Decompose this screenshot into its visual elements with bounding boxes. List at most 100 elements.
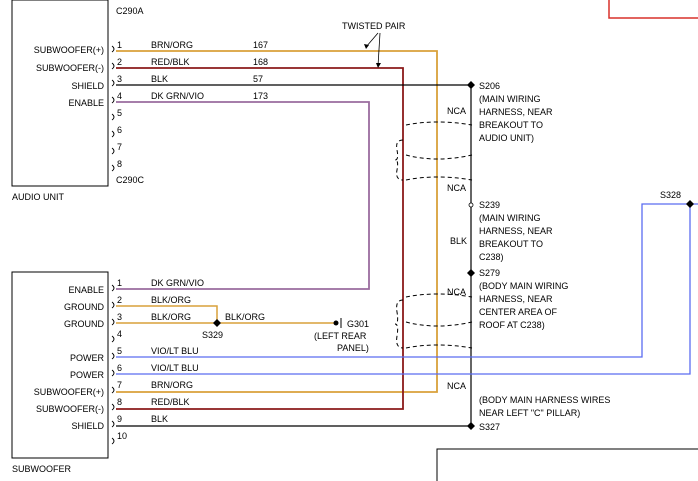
twisted-pair-arrows: [364, 44, 381, 68]
g301-desc: (LEFT REAR: [314, 331, 367, 341]
pin-number: 7: [117, 142, 122, 152]
pin-number: 10: [117, 431, 127, 441]
svg-text:(MAIN WIRING: (MAIN WIRING: [479, 94, 541, 104]
pin-number: 4: [117, 91, 122, 101]
nca-label: NCA: [447, 183, 466, 193]
svg-text:(BODY MAIN HARNESS WIRES: (BODY MAIN HARNESS WIRES: [479, 395, 610, 405]
wire-vio-lt-blu-6: [116, 204, 691, 375]
s329-label: S329: [202, 330, 223, 340]
pin-number: 6: [117, 363, 122, 373]
blk-label: BLK: [450, 236, 467, 246]
svg-text:CENTER AREA OF: CENTER AREA OF: [479, 307, 558, 317]
twisted-pair-leader: [365, 32, 379, 48]
subwoofer-box: [11, 271, 109, 459]
wire-color-label: BLK: [151, 414, 168, 424]
twisted-pair-label: TWISTED PAIR: [342, 21, 406, 31]
subwoofer-pins: ENABLE GROUND GROUND POWER POWER SUBWOOF…: [34, 278, 204, 445]
wire-color-label: BRN/ORG: [151, 40, 193, 50]
bottom-right-box: [436, 448, 698, 481]
svg-text:HARNESS, NEAR: HARNESS, NEAR: [479, 226, 553, 236]
nca-label: NCA: [447, 287, 466, 297]
pin-number: 1: [117, 40, 122, 50]
audio-unit-pins: SUBWOOFER(+) SUBWOOFER(-) SHIELD ENABLE …: [34, 40, 268, 172]
splice-s329: [213, 319, 221, 327]
pin-ticks: [111, 45, 115, 172]
svg-text:BREAKOUT TO: BREAKOUT TO: [479, 239, 543, 249]
pin-name: ENABLE: [68, 98, 104, 108]
nca-label: NCA: [447, 106, 466, 116]
pin-number: 2: [117, 57, 122, 67]
twisted-pair-leader: [377, 32, 381, 67]
nca-dashed-group-1: [394, 121, 473, 181]
pin-number: 5: [117, 346, 122, 356]
splice-s239: [468, 202, 474, 208]
s328-label: S328: [660, 190, 681, 200]
pin-name: GROUND: [64, 302, 104, 312]
svg-text:(MAIN WIRING: (MAIN WIRING: [479, 213, 541, 223]
svg-text:HARNESS, NEAR: HARNESS, NEAR: [479, 107, 553, 117]
s239-description: (MAIN WIRING HARNESS, NEAR BREAKOUT TO C…: [479, 213, 553, 262]
wire-brn-org: [116, 50, 438, 393]
splice-s327: [467, 422, 475, 430]
g301-label: G301: [347, 319, 369, 329]
pin-name: POWER: [70, 370, 105, 380]
pin-name: SHIELD: [71, 81, 104, 91]
s329-wire-label: BLK/ORG: [225, 312, 265, 322]
top-right-red-wire: [608, 0, 698, 19]
pin-name: SUBWOOFER(+): [34, 45, 104, 55]
s279-description: (BODY MAIN WIRING HARNESS, NEAR CENTER A…: [479, 281, 568, 330]
s206-description: (MAIN WIRING HARNESS, NEAR BREAKOUT TO A…: [479, 94, 553, 143]
svg-text:C238): C238): [479, 252, 504, 262]
wire-color-label: VIO/LT BLU: [151, 346, 199, 356]
pin-name: GROUND: [64, 319, 104, 329]
circuit-number: 167: [253, 40, 268, 50]
pin-name: SHIELD: [71, 421, 104, 431]
wire-color-label: RED/BLK: [151, 57, 190, 67]
s279-label: S279: [479, 268, 500, 278]
pin-name: SUBWOOFER(+): [34, 387, 104, 397]
s327-label: S327: [479, 422, 500, 432]
circuit-number: 57: [253, 74, 263, 84]
wire-color-label: DK GRN/VIO: [151, 278, 204, 288]
pin-number: 8: [117, 159, 122, 169]
g301-desc: PANEL): [337, 343, 369, 353]
splice-s328: [686, 200, 694, 208]
wire-color-label: VIO/LT BLU: [151, 363, 199, 373]
connector-c290c: C290C: [116, 175, 145, 185]
pin-number: 4: [117, 329, 122, 339]
wire-color-label: BRN/ORG: [151, 380, 193, 390]
svg-text:HARNESS, NEAR: HARNESS, NEAR: [479, 294, 553, 304]
wire-color-label: BLK/ORG: [151, 312, 191, 322]
g301-ground-point: [333, 320, 339, 326]
wire-vio-lt-blu-5: [116, 203, 698, 358]
pin-number: 8: [117, 397, 122, 407]
pin-name: ENABLE: [68, 285, 104, 295]
s327-description: (BODY MAIN HARNESS WIRES NEAR LEFT "C" P…: [479, 395, 610, 418]
wire-color-label: RED/BLK: [151, 397, 190, 407]
pin-number: 3: [117, 312, 122, 322]
nca-dashed-group-2: [394, 293, 473, 349]
svg-text:(BODY MAIN WIRING: (BODY MAIN WIRING: [479, 281, 568, 291]
audio-unit-box: [11, 0, 109, 187]
pin-number: 3: [117, 74, 122, 84]
pin-number: 2: [117, 295, 122, 305]
wire-blk-org-2: [116, 305, 218, 323]
svg-text:BREAKOUT TO: BREAKOUT TO: [479, 120, 543, 130]
svg-text:NEAR LEFT "C" PILLAR): NEAR LEFT "C" PILLAR): [479, 408, 580, 418]
circuit-number: 168: [253, 57, 268, 67]
s206-label: S206: [479, 81, 500, 91]
pin-number: 6: [117, 125, 122, 135]
pin-number: 1: [117, 278, 122, 288]
subwoofer-label: SUBWOOFER: [12, 464, 72, 474]
connector-c290a: C290A: [116, 6, 144, 16]
pin-number: 5: [117, 108, 122, 118]
svg-text:AUDIO UNIT): AUDIO UNIT): [479, 133, 534, 143]
pin-number: 9: [117, 414, 122, 424]
pin-ticks: [111, 284, 115, 445]
pin-number: 7: [117, 380, 122, 390]
splice-s279: [467, 269, 475, 277]
pin-name: SUBWOOFER(-): [36, 404, 104, 414]
pin-name: SUBWOOFER(-): [36, 63, 104, 73]
s239-label: S239: [479, 200, 500, 210]
